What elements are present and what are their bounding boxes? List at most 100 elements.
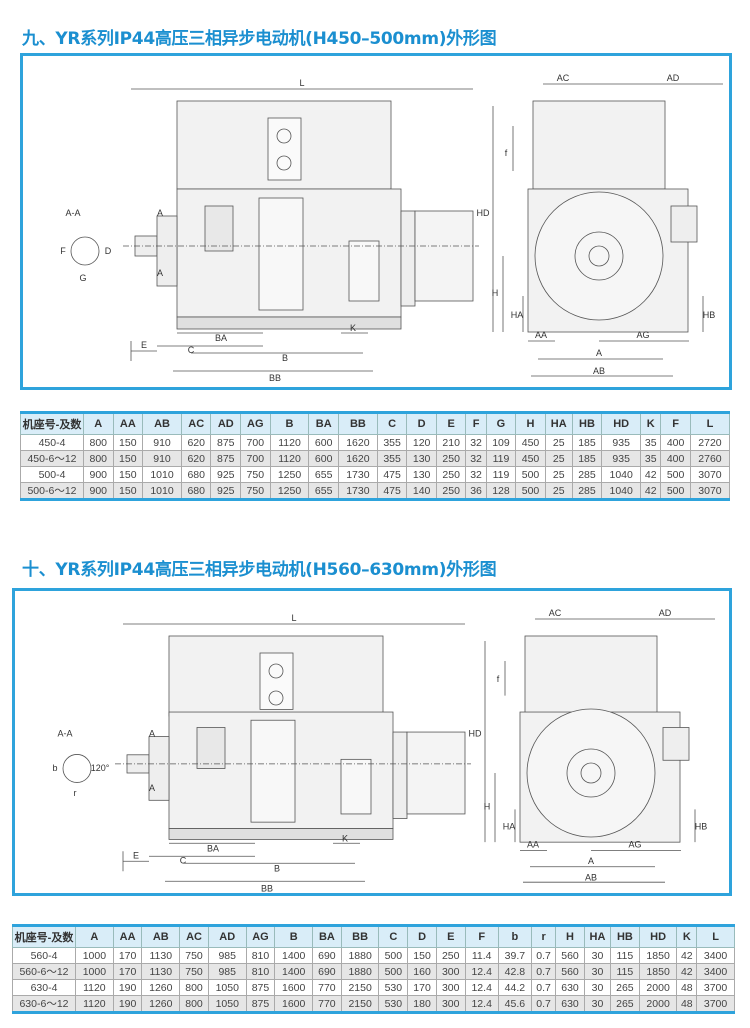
table-cell: 250 <box>435 466 467 483</box>
table-cell: 285 <box>571 466 603 483</box>
table-cell: 265 <box>610 995 640 1013</box>
dimension-label-C: C <box>180 855 187 865</box>
table-cell: 190 <box>112 995 143 1013</box>
column-header: AG <box>245 925 276 948</box>
column-header: AD <box>210 412 242 435</box>
table-cell: 120 <box>406 434 437 451</box>
motor-door <box>250 719 296 823</box>
table-cell: 800 <box>179 979 209 996</box>
section-mark-a: A <box>149 783 155 793</box>
table-cell: 0.7 <box>530 947 557 964</box>
table-cell: 560-6～12 <box>12 963 76 980</box>
dimension-label-C: C <box>188 345 195 355</box>
table-cell: 810 <box>245 963 276 980</box>
table-cell: 2000 <box>638 979 678 996</box>
table-cell: 400 <box>660 434 691 451</box>
section-label: A-A <box>57 729 72 739</box>
dimension-label-AB: AB <box>585 872 597 882</box>
dimension-label-f: f <box>505 148 508 158</box>
table-cell: 300 <box>435 995 466 1013</box>
end-terminal-box <box>670 205 698 243</box>
table-cell: 1400 <box>274 947 314 964</box>
dimension-label-F: F <box>60 246 66 256</box>
table-cell: 985 <box>207 963 247 980</box>
table-cell: 500 <box>378 947 409 964</box>
column-header: D <box>406 412 437 435</box>
table-cell: 170 <box>407 979 437 996</box>
dimension-label-HA: HA <box>503 821 516 831</box>
table-cell: 620 <box>180 450 212 467</box>
table-cell: 500 <box>378 963 409 980</box>
shaft-section <box>70 236 100 266</box>
column-header: 机座号-及数 <box>20 412 84 435</box>
table-cell: 1050 <box>207 995 247 1013</box>
table-cell: 475 <box>376 466 408 483</box>
table-cell: 35 <box>640 450 662 467</box>
column-header: AA <box>112 412 144 435</box>
dimension-label-BB: BB <box>269 373 281 383</box>
table-cell: 25 <box>544 466 573 483</box>
section-mark-a: A <box>149 729 155 739</box>
table-cell: 265 <box>610 979 640 996</box>
table-cell: 130 <box>406 466 437 483</box>
column-header: HD <box>601 412 642 435</box>
table-cell: 2720 <box>689 434 731 451</box>
table-cell: 1400 <box>274 963 314 980</box>
table-cell: 0.7 <box>530 979 557 996</box>
table-cell: 400 <box>660 450 691 467</box>
slip-ring-cover <box>267 117 302 181</box>
cover-bolt-icon <box>276 155 292 171</box>
table-cell: 355 <box>376 450 408 467</box>
table-cell: 910 <box>142 450 182 467</box>
table-cell: 875 <box>245 979 276 996</box>
table-cell: 109 <box>485 434 517 451</box>
dimension-label-D: 120° <box>91 763 110 773</box>
table-cell: 3700 <box>696 979 735 996</box>
table-cell: 0.7 <box>530 995 557 1013</box>
dimension-label-E: E <box>133 850 139 860</box>
dimension-label-HD: HD <box>469 729 482 739</box>
column-header: H <box>515 412 546 435</box>
table-cell: 1880 <box>340 947 380 964</box>
dimension-label-F: b <box>52 763 57 773</box>
column-header: L <box>696 925 735 948</box>
table-cell: 128 <box>485 482 517 500</box>
table-cell: 800 <box>83 450 114 467</box>
table-cell: 1250 <box>269 466 310 483</box>
table-cell: 42 <box>676 947 698 964</box>
table-cell: 3700 <box>696 995 735 1013</box>
table-cell: 875 <box>210 450 242 467</box>
column-header: AG <box>240 412 271 435</box>
dimension-label-A: A <box>588 856 594 866</box>
table-cell: 3400 <box>696 947 735 964</box>
table-cell: 1600 <box>274 979 314 996</box>
shaft-section <box>62 754 92 783</box>
table-cell: 680 <box>180 466 212 483</box>
table-cell: 210 <box>435 434 467 451</box>
dimension-label-D: D <box>105 246 112 256</box>
dimension-label-BA: BA <box>207 843 219 853</box>
column-header: K <box>640 412 662 435</box>
table-cell: 36 <box>465 482 487 500</box>
table-cell: 450 <box>515 450 546 467</box>
flange <box>148 736 170 801</box>
table-cell: 770 <box>312 995 342 1013</box>
section-label: A-A <box>65 208 80 218</box>
shaft-end <box>588 245 610 267</box>
table-cell: 935 <box>601 434 642 451</box>
column-header: A <box>83 412 114 435</box>
table-cell: 655 <box>308 466 339 483</box>
column-header: 机座号-及数 <box>12 925 76 948</box>
dimension-label-AC: AC <box>549 608 562 618</box>
dimension-label-AG: AG <box>628 840 641 850</box>
table-cell: 115 <box>610 963 640 980</box>
column-header: D <box>407 925 437 948</box>
column-header: HB <box>571 412 603 435</box>
column-header: B <box>274 925 314 948</box>
table-cell: 1040 <box>601 466 642 483</box>
table-cell: 185 <box>571 434 603 451</box>
table-cell: 560 <box>555 947 585 964</box>
